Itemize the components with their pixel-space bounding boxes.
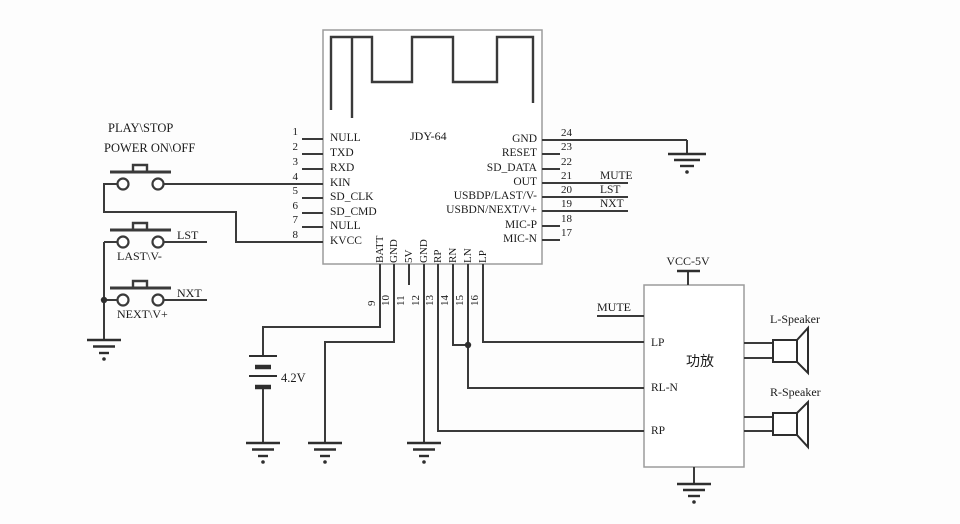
next-caption-label: NEXT\V+ <box>117 307 168 321</box>
ground-dot <box>422 460 426 464</box>
pin-number: 18 <box>561 213 572 225</box>
pin-label: SD_CLK <box>330 191 374 203</box>
pin-number: 11 <box>395 295 407 306</box>
amplifier-box <box>643 284 745 468</box>
mute-net-label: MUTE <box>600 170 633 182</box>
ground-dot <box>261 460 265 464</box>
ground-icon <box>308 441 342 458</box>
pin-label: MIC-N <box>503 233 537 245</box>
pin-number: 15 <box>454 295 466 306</box>
pin-number: 10 <box>380 295 392 306</box>
module-name: JDY-64 <box>410 129 447 143</box>
pin-label: MIC-P <box>505 219 537 231</box>
pin-label: RN <box>447 247 459 263</box>
last-caption-label: LAST\V- <box>117 249 162 263</box>
push-button-play-icon <box>110 163 171 191</box>
pin-label: SD_CMD <box>330 206 377 218</box>
pin-label: USBDP/LAST/V- <box>453 190 537 202</box>
pin-number: 1 <box>292 126 299 138</box>
pin-label: USBDN/NEXT/V+ <box>446 204 537 216</box>
lst-net-label: LST <box>177 228 199 242</box>
pin-number: 21 <box>561 170 572 182</box>
nxt-net-label: NXT <box>600 198 624 210</box>
left-speaker-label: L-Speaker <box>770 312 820 326</box>
right-speaker-label: R-Speaker <box>770 385 821 399</box>
pin-number: 3 <box>292 156 299 168</box>
pin-label: OUT <box>513 176 537 188</box>
pin-number: 9 <box>366 300 378 307</box>
ground-icon <box>87 338 121 355</box>
pin-label: LN <box>462 248 474 263</box>
ground-icon <box>668 152 706 168</box>
amp-input-label: RL-N <box>651 382 678 394</box>
battery-voltage-label: 4.2V <box>281 371 306 385</box>
ground-icon <box>677 482 711 498</box>
pin-number: 17 <box>561 227 572 239</box>
pin-label: RP <box>432 249 444 263</box>
pin-label: LP <box>477 250 489 263</box>
antenna-icon <box>329 35 535 118</box>
pin-label: KVCC <box>330 235 362 247</box>
lst-net-label: LST <box>600 184 621 196</box>
pin-number: 19 <box>561 198 572 210</box>
junction-dot <box>100 296 108 304</box>
pin-number: 23 <box>561 141 572 153</box>
junction-dot <box>464 341 472 349</box>
amp-name-label: 功放 <box>686 355 714 370</box>
pin-number: 5 <box>292 185 299 197</box>
pin-label: BATT <box>374 235 386 264</box>
pin-label: TXD <box>330 147 354 159</box>
ground-icon <box>246 441 280 458</box>
module-box <box>322 29 543 265</box>
pin-label: NULL <box>330 220 361 232</box>
pin-label: RXD <box>330 162 355 174</box>
pin-number: 7 <box>292 214 299 226</box>
ground-dot <box>692 500 696 504</box>
pin-number: 12 <box>410 295 422 306</box>
amp-input-label: RP <box>651 425 666 437</box>
pin-label: GND <box>512 133 537 145</box>
pin-label: 5V <box>403 249 415 263</box>
ground-dot <box>102 357 106 361</box>
battery-icon <box>249 355 277 390</box>
push-button-last-icon <box>110 221 171 249</box>
ground-dot <box>685 170 689 174</box>
pin-label: SD_DATA <box>486 162 537 174</box>
pin-number: 13 <box>424 295 436 306</box>
nxt-net-label: NXT <box>177 286 202 300</box>
left-speaker-icon <box>772 325 809 376</box>
pin-number: 4 <box>292 171 299 183</box>
pin-number: 24 <box>561 127 572 139</box>
pin-number: 22 <box>561 156 572 168</box>
push-button-next-icon <box>110 279 171 307</box>
pin-label: GND <box>418 239 430 263</box>
pin-number: 20 <box>561 184 572 196</box>
amp-mute-label: MUTE <box>597 300 631 314</box>
pin-number: 14 <box>439 295 451 306</box>
pin-label: GND <box>388 239 400 263</box>
pin-number: 2 <box>292 141 299 153</box>
ground-icon <box>407 441 441 458</box>
pin-number: 8 <box>292 229 299 241</box>
pin-number: 6 <box>292 200 299 212</box>
pin-label: RESET <box>501 147 537 159</box>
pin-number: 16 <box>469 295 481 306</box>
play-stop-label: PLAY\STOP <box>108 121 174 135</box>
amp-input-label: LP <box>651 337 665 349</box>
pin-label: NULL <box>330 132 361 144</box>
power-onoff-label: POWER ON\OFF <box>104 141 196 155</box>
wires <box>103 138 773 484</box>
ground-dot <box>323 460 327 464</box>
vcc-label: VCC-5V <box>666 254 710 268</box>
right-speaker-icon <box>772 399 809 450</box>
pin-label: KIN <box>330 177 351 189</box>
